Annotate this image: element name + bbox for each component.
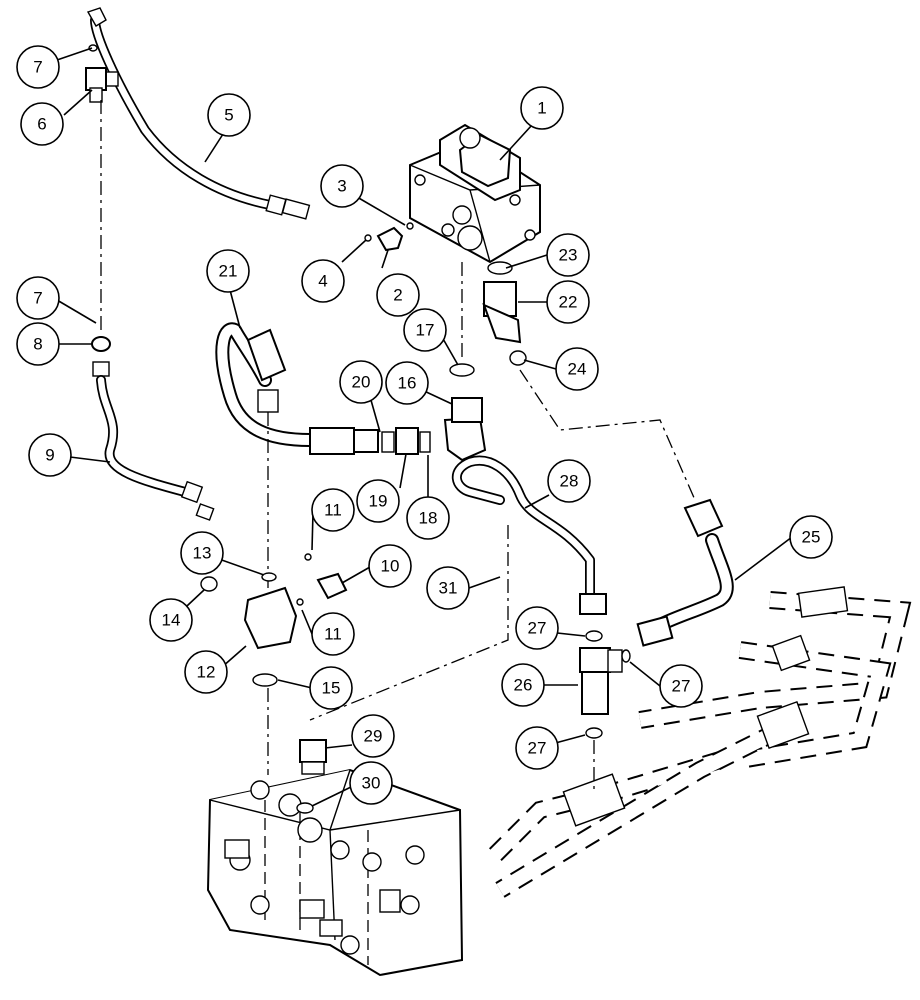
- callout-24: 24: [555, 347, 599, 391]
- svg-text:24: 24: [568, 360, 587, 379]
- callout-9: 9: [28, 433, 72, 477]
- callout-21: 21: [206, 249, 250, 293]
- svg-text:29: 29: [364, 727, 383, 746]
- callout-27-top: 27: [515, 606, 559, 650]
- svg-text:1: 1: [537, 99, 546, 118]
- svg-text:7: 7: [33, 58, 42, 77]
- svg-text:7: 7: [33, 289, 42, 308]
- svg-text:31: 31: [439, 579, 458, 598]
- callout-29: 29: [351, 714, 395, 758]
- svg-text:8: 8: [33, 335, 42, 354]
- callouts: 1 2 3 4 5 6 7 7 8 9 10 11 11 12 13 14 15…: [16, 45, 833, 805]
- hose-21: [215, 322, 379, 455]
- svg-text:27: 27: [672, 677, 691, 696]
- hose-9: [91, 336, 215, 521]
- callout-14: 14: [149, 598, 193, 642]
- svg-text:5: 5: [224, 106, 233, 125]
- fitting-6: [85, 44, 107, 103]
- hose-5: [86, 7, 311, 220]
- callout-20: 20: [339, 360, 383, 404]
- svg-text:17: 17: [416, 321, 435, 340]
- svg-text:4: 4: [318, 272, 327, 291]
- callout-27-right: 27: [659, 664, 703, 708]
- centerline-24-25: [519, 369, 696, 501]
- hose-25: [636, 498, 734, 647]
- svg-text:27: 27: [528, 739, 547, 758]
- elbow-fitting-2: [364, 222, 414, 252]
- svg-text:13: 13: [193, 544, 212, 563]
- fitting-stack-16-20: [381, 363, 487, 462]
- fitting-10: [296, 553, 348, 606]
- svg-text:2: 2: [393, 286, 402, 305]
- svg-text:11: 11: [324, 501, 342, 520]
- callout-25: 25: [789, 515, 833, 559]
- callout-12: 12: [184, 650, 228, 694]
- svg-text:14: 14: [162, 611, 181, 630]
- elbow-fitting-22: [482, 261, 527, 366]
- svg-text:30: 30: [362, 774, 381, 793]
- callout-26: 26: [501, 663, 545, 707]
- svg-text:12: 12: [197, 663, 216, 682]
- ghost-hydraulic-lines: [483, 586, 912, 898]
- svg-text:9: 9: [45, 446, 54, 465]
- callout-2: 2: [376, 273, 420, 317]
- svg-text:27: 27: [528, 619, 547, 638]
- callout-30: 30: [349, 761, 393, 805]
- callout-16: 16: [385, 361, 429, 405]
- svg-text:15: 15: [322, 679, 341, 698]
- svg-text:19: 19: [369, 492, 388, 511]
- callout-6: 6: [20, 102, 64, 146]
- callout-7-top: 7: [16, 45, 60, 89]
- svg-text:16: 16: [398, 374, 417, 393]
- callout-31: 31: [426, 566, 470, 610]
- callout-15: 15: [309, 666, 353, 710]
- control-valve-bank: [206, 768, 464, 977]
- callout-19: 19: [356, 479, 400, 523]
- callout-8: 8: [16, 322, 60, 366]
- callout-11-top: 11: [311, 488, 355, 532]
- tube-28: [451, 455, 607, 615]
- callout-7-mid: 7: [16, 276, 60, 320]
- svg-text:21: 21: [219, 262, 238, 281]
- callout-28: 28: [547, 459, 591, 503]
- callout-18: 18: [406, 496, 450, 540]
- leader-lines: [56, 47, 793, 807]
- callout-3: 3: [320, 164, 364, 208]
- svg-text:3: 3: [337, 177, 346, 196]
- svg-text:25: 25: [802, 528, 821, 547]
- svg-text:26: 26: [514, 676, 533, 695]
- callout-10: 10: [368, 544, 412, 588]
- callout-22: 22: [546, 280, 590, 324]
- svg-text:11: 11: [324, 625, 342, 644]
- elbow-fitting-12: [200, 572, 298, 775]
- svg-text:22: 22: [559, 293, 578, 312]
- svg-text:6: 6: [37, 115, 46, 134]
- svg-text:18: 18: [419, 509, 438, 528]
- callout-27-bottom: 27: [515, 726, 559, 770]
- callout-11-bottom: 11: [311, 612, 355, 656]
- callout-13: 13: [180, 531, 224, 575]
- callout-17: 17: [403, 308, 447, 352]
- solenoid-valve-1: [409, 123, 541, 264]
- tee-fitting-26: [579, 630, 631, 790]
- callout-1: 1: [520, 86, 564, 130]
- centerline-31-29: [309, 525, 509, 721]
- svg-text:23: 23: [559, 246, 578, 265]
- svg-text:20: 20: [352, 373, 371, 392]
- adapter-29: [296, 739, 327, 814]
- callout-4: 4: [301, 259, 345, 303]
- callout-5: 5: [207, 93, 251, 137]
- svg-text:28: 28: [560, 472, 579, 491]
- callout-23: 23: [546, 233, 590, 277]
- svg-text:10: 10: [381, 557, 400, 576]
